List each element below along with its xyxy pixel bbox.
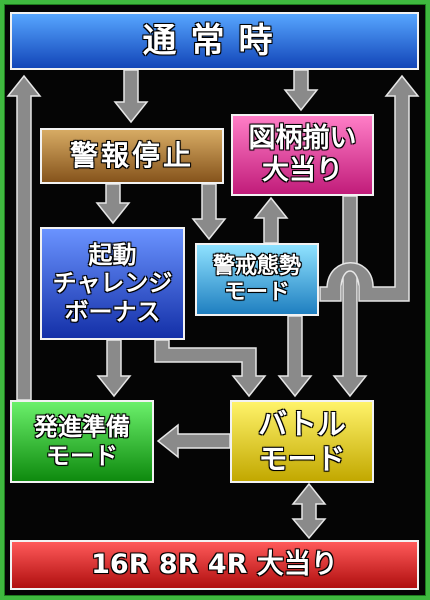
arrow-normal-to-keiho	[113, 69, 149, 124]
arrow-keiho-to-kido	[95, 183, 131, 225]
node-kido-bonus: 起動 チャレンジ ボーナス	[40, 227, 185, 340]
node-keikai-mode: 警戒態勢 モード	[195, 243, 319, 316]
arrow-zugara-to-normal	[319, 74, 420, 302]
node-keiho-teishi-label: 警報停止	[69, 139, 194, 173]
node-kido-bonus-label: 起動 チャレンジ ボーナス	[52, 241, 173, 326]
arrow-normal-to-zugara	[283, 69, 319, 112]
arrow-keiho-to-keikai	[191, 183, 227, 241]
arrow-kido-to-hasshin	[96, 339, 132, 398]
arrow-battle-jackpot	[291, 482, 327, 540]
arrow-battle-to-hasshin	[156, 423, 231, 459]
arrow-kido-to-battle	[154, 339, 267, 398]
arrow-zugara-to-battle	[332, 195, 368, 398]
node-normal: 通常時	[10, 12, 419, 70]
node-hasshin-mode: 発進準備 モード	[10, 400, 154, 483]
node-keikai-mode-label: 警戒態勢 モード	[212, 253, 301, 305]
node-zugara-jackpot: 図柄揃い 大当り	[231, 114, 374, 196]
node-battle-mode: バトル モード	[230, 400, 374, 483]
node-hasshin-mode-label: 発進準備 モード	[34, 413, 130, 470]
node-zugara-label: 図柄揃い 大当り	[248, 123, 357, 186]
node-keiho-teishi: 警報停止	[40, 128, 224, 184]
node-jackpot-label: 16R 8R 4R 大当り	[91, 549, 338, 581]
node-normal-label: 通常時	[142, 20, 287, 61]
node-jackpot: 16R 8R 4R 大当り	[10, 540, 419, 590]
arrow-keikai-to-zugara	[253, 196, 289, 244]
arrow-keikai-to-battle	[277, 315, 313, 398]
node-battle-mode-label: バトル モード	[258, 407, 346, 476]
arrow-hasshin-to-normal	[6, 74, 42, 401]
